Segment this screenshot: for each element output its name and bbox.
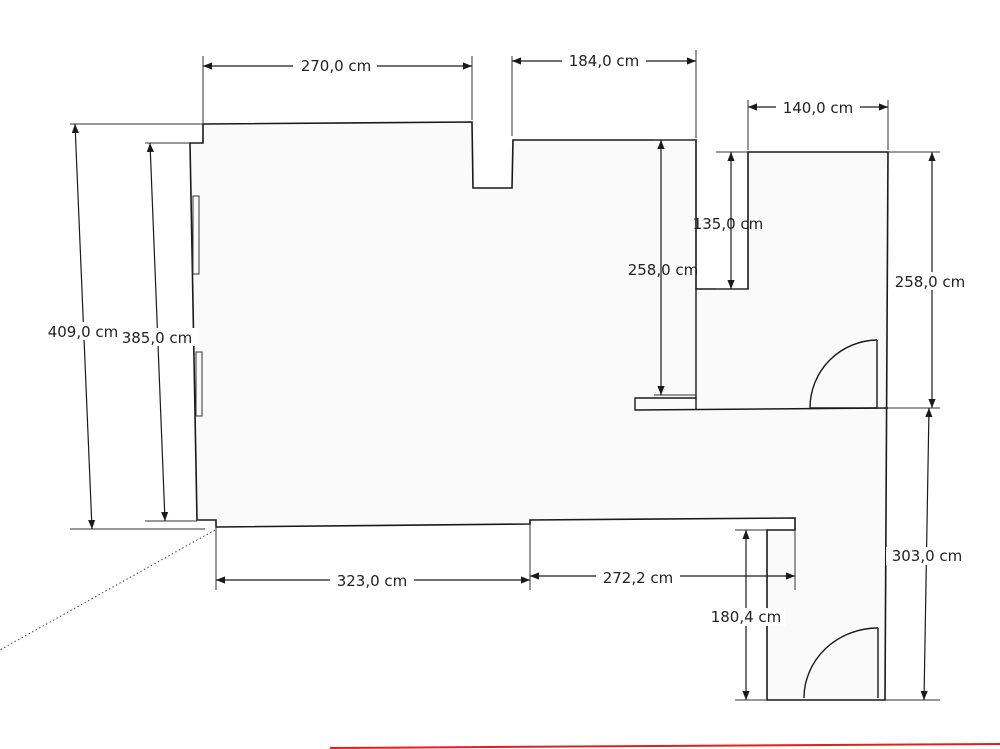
dim-top-right: 140,0 cm (783, 99, 854, 117)
window-left-2 (195, 351, 203, 417)
dim-corridor-height: 180,4 cm (711, 608, 782, 626)
dim-step-height: 135,0 cm (693, 215, 764, 233)
dim-bottom-mid: 272,2 cm (603, 569, 674, 587)
door-lower-right (803, 627, 879, 699)
dim-right-lower: 303,0 cm (892, 547, 963, 565)
interior-wall (634, 289, 889, 411)
guide-line (0, 529, 216, 651)
door-upper-right (809, 339, 878, 409)
dimension-labels: 270,0 cm 184,0 cm 140,0 cm 409,0 cm 385,… (44, 52, 971, 626)
dim-right-upper: 258,0 cm (895, 273, 966, 291)
dim-top-mid: 184,0 cm (569, 52, 640, 70)
window-left-1 (192, 195, 200, 275)
dim-left-inner: 385,0 cm (122, 329, 193, 347)
dim-left-outer: 409,0 cm (48, 323, 119, 341)
dim-mid-height: 258,0 cm (628, 261, 699, 279)
dim-bottom-left: 323,0 cm (337, 572, 408, 590)
bottom-edge (329, 743, 1000, 749)
dim-top-left: 270,0 cm (301, 57, 372, 75)
